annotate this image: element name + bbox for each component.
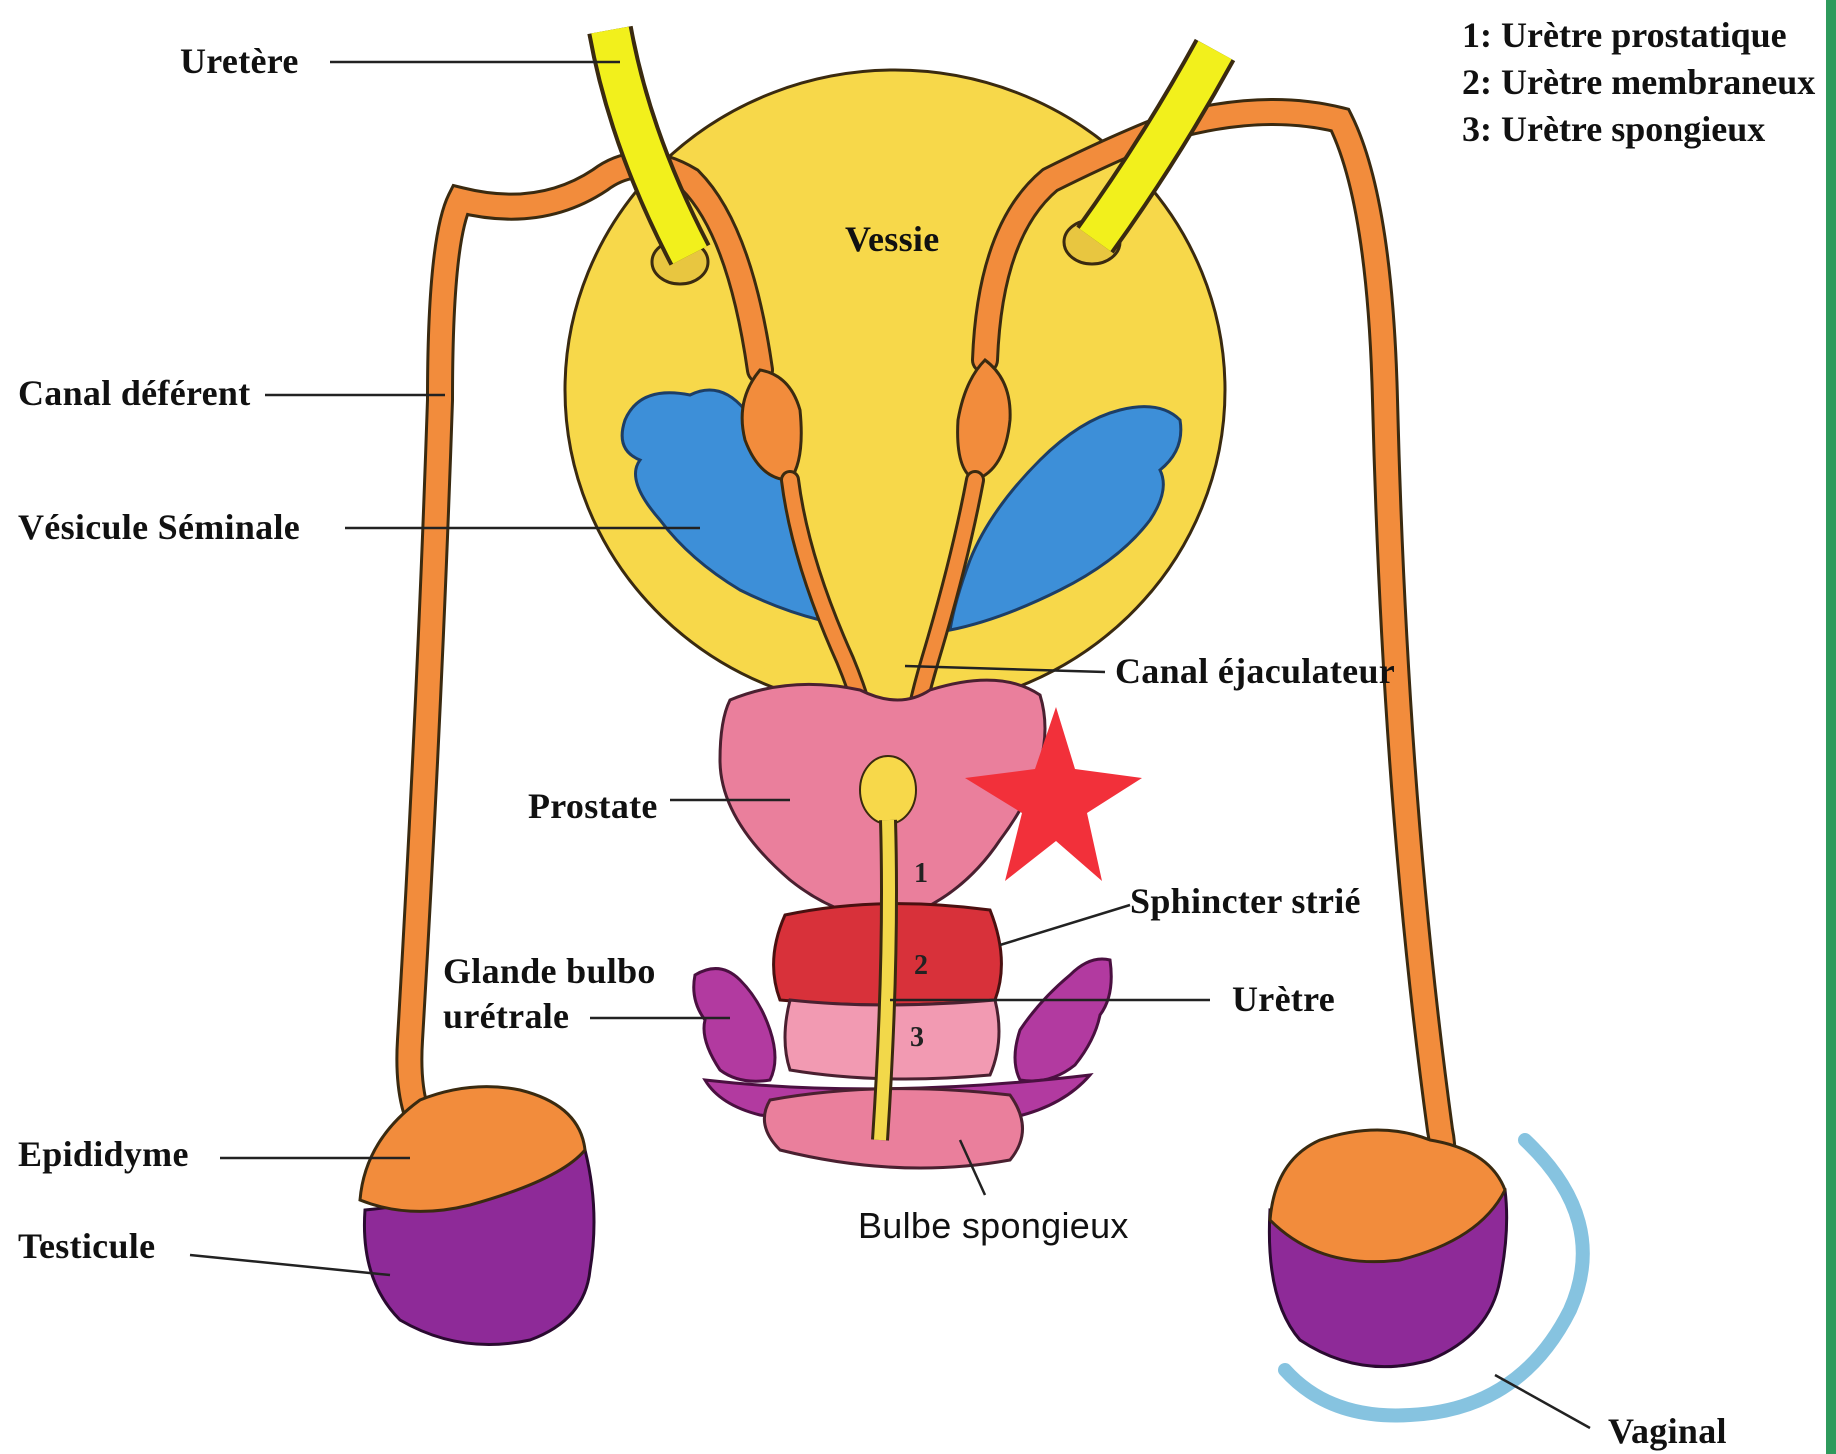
legend-item-3: 3: Urètre spongieux [1462,106,1815,153]
label-glande-bulbo-line1: Glande bulbo [443,950,656,992]
label-epididyme: Epididyme [18,1133,189,1175]
label-uretere: Uretère [180,40,299,82]
segment-number-3: 3 [910,1022,924,1054]
label-canal-ejaculateur: Canal éjaculateur [1115,650,1395,692]
legend-item-1: 1: Urètre prostatique [1462,12,1815,59]
prostatic-utricle [860,756,916,824]
label-bulbe-spongieux: Bulbe spongieux [858,1205,1129,1247]
label-testicule: Testicule [18,1225,155,1267]
legend-item-2: 2: Urètre membraneux [1462,59,1815,106]
label-vessie: Vessie [845,218,939,260]
bulbourethral-gland-right [1015,959,1111,1081]
segment-number-2: 2 [914,950,928,982]
label-uretre: Urètre [1232,978,1335,1020]
bulbus-spongiosum-shape [764,1089,1022,1168]
bulbourethral-gland-left [694,969,775,1082]
segment-number-1: 1 [914,858,928,890]
label-vaginal: Vaginal [1608,1410,1727,1452]
label-glande-bulbo-line2: urétrale [443,995,569,1037]
label-vesicule-seminale: Vésicule Séminale [18,506,300,548]
accent-bar [1826,0,1836,1454]
label-sphincter-strie: Sphincter strié [1130,880,1361,922]
label-canal-deferent: Canal déférent [18,372,251,414]
label-prostate: Prostate [528,785,658,827]
legend: 1: Urètre prostatique 2: Urètre membrane… [1462,12,1815,153]
